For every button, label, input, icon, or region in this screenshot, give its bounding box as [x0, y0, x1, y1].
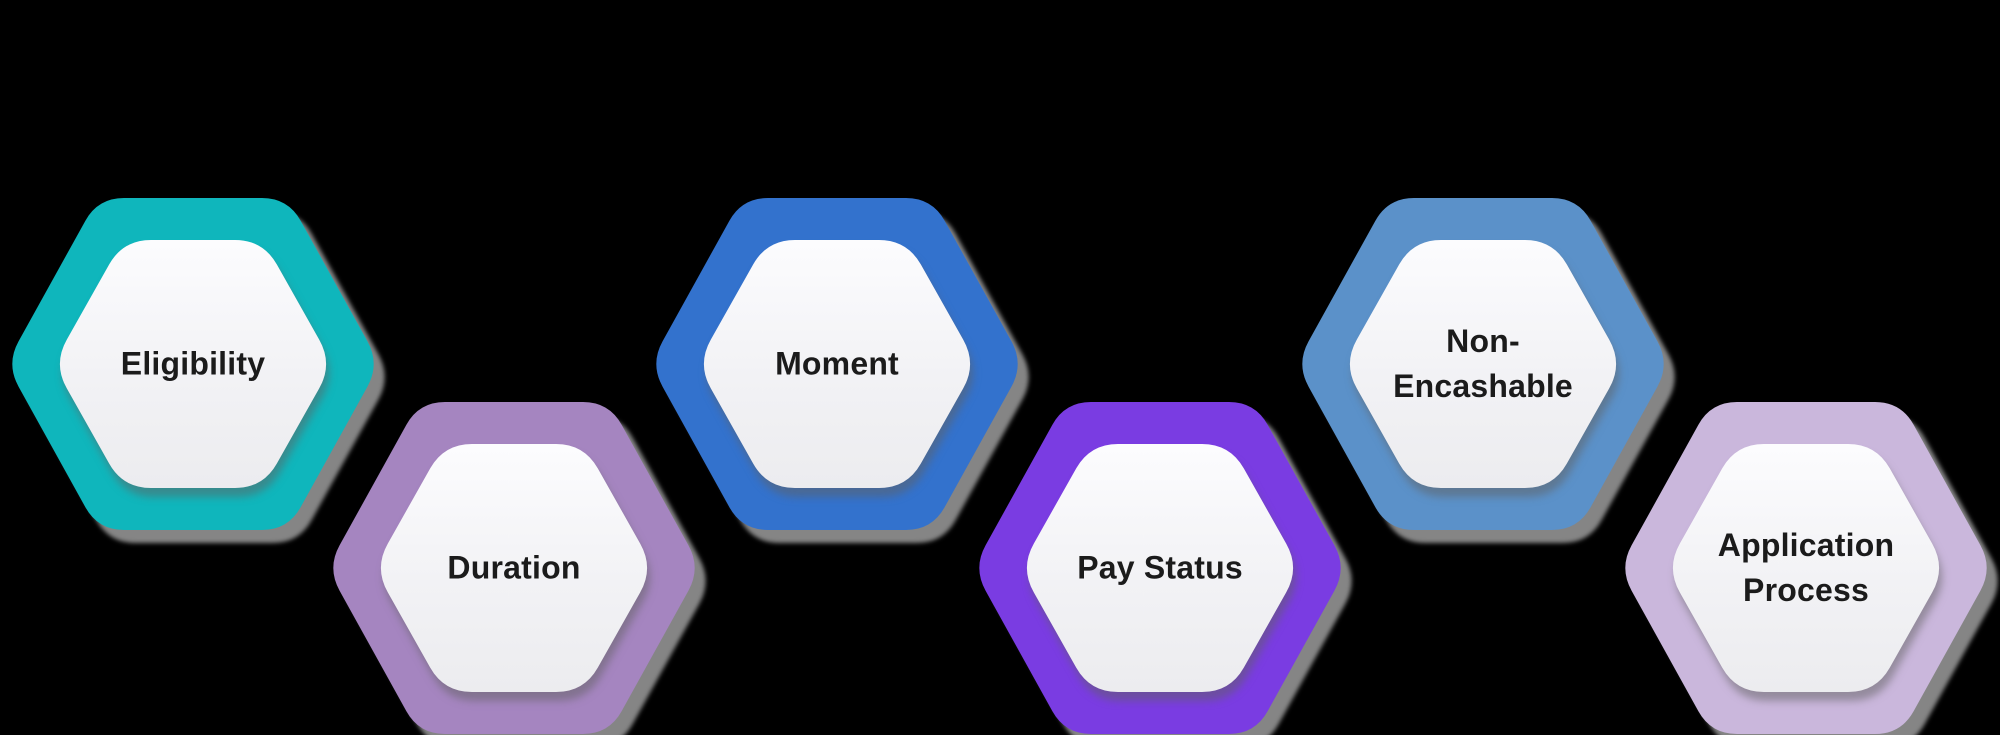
- hexagon-pay-status: Pay Status: [971, 400, 1349, 735]
- hexagon-face: [380, 444, 648, 692]
- hexagon-label-application-process: Application Process: [1717, 527, 1895, 608]
- hexagon-label-pay-status: Pay Status: [1077, 549, 1243, 586]
- hexagon-label-eligibility: Eligibility: [120, 345, 266, 382]
- hexagon-moment: Moment: [648, 196, 1026, 532]
- hexagon-duration: Duration: [325, 400, 703, 735]
- hexagon-label-non-encashable: Non-Encashable: [1393, 323, 1573, 404]
- hexagon-label-moment: Moment: [775, 345, 899, 382]
- hexagon-face: [1026, 444, 1294, 692]
- hexagon-eligibility: Eligibility: [4, 196, 382, 532]
- hexagon-face: [1349, 240, 1617, 488]
- hexagon-face: [703, 240, 971, 488]
- hexagon-face: [59, 240, 327, 488]
- hexagon-non-encashable: Non-Encashable: [1294, 196, 1672, 532]
- hexagon-label-duration: Duration: [447, 549, 581, 586]
- hexagon-application-process: Application Process: [1617, 400, 1995, 735]
- hexagon-face: [1672, 444, 1940, 692]
